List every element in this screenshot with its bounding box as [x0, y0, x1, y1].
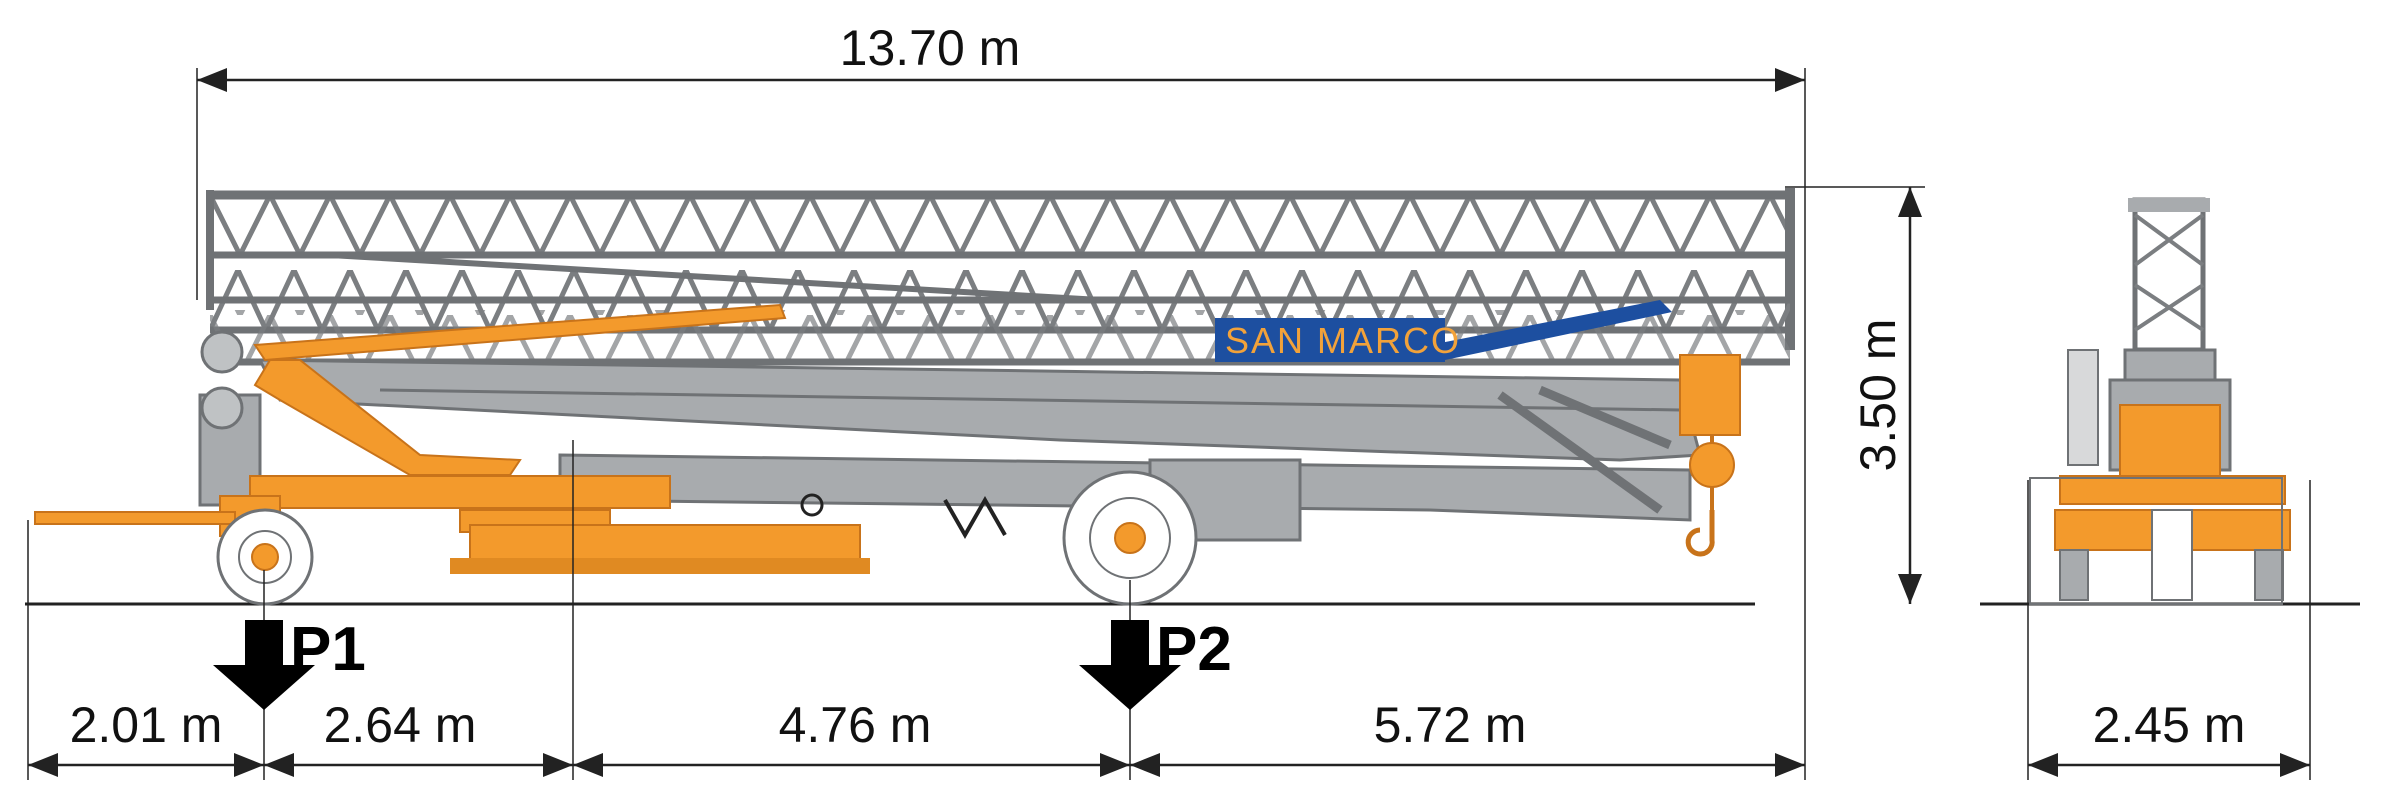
logo-text: SAN MARCO: [1225, 320, 1461, 361]
blue-strut: [1430, 300, 1672, 360]
front-mast: [2123, 197, 2217, 392]
width-dimension: 2.45 m: [2027, 480, 2311, 780]
overall-length-label: 13.70 m: [840, 20, 1021, 76]
segment-2-label: 2.64 m: [324, 697, 477, 753]
front-body: [2029, 349, 2291, 605]
segment-1-label: 2.01 m: [70, 697, 223, 753]
load-label-p1: P1: [290, 615, 366, 684]
hook-block: [1679, 354, 1741, 557]
load-label-p2: P2: [1156, 615, 1232, 684]
crane-side-view: SAN MARCO: [34, 188, 1795, 606]
upper-jib: [206, 188, 1795, 350]
segment-dimensions: 2.01 m 2.64 m 4.76 m 5.72 m: [27, 440, 1805, 780]
segment-4-label: 5.72 m: [1374, 697, 1527, 753]
width-label: 2.45 m: [2093, 697, 2246, 753]
height-label: 3.50 m: [1850, 319, 1906, 472]
height-dimension: 3.50 m: [1785, 186, 1925, 604]
orange-boom: [253, 303, 787, 476]
rear-wheel: [1062, 470, 1198, 606]
load-arrow-p1: P1: [213, 615, 366, 710]
load-arrow-p2: P2: [1079, 615, 1232, 710]
drawbar: [34, 511, 236, 525]
crane-front-view: [2029, 197, 2291, 605]
logo-plate: SAN MARCO: [1215, 318, 1461, 362]
segment-3-label: 4.76 m: [779, 697, 932, 753]
front-wheel: [216, 508, 314, 606]
